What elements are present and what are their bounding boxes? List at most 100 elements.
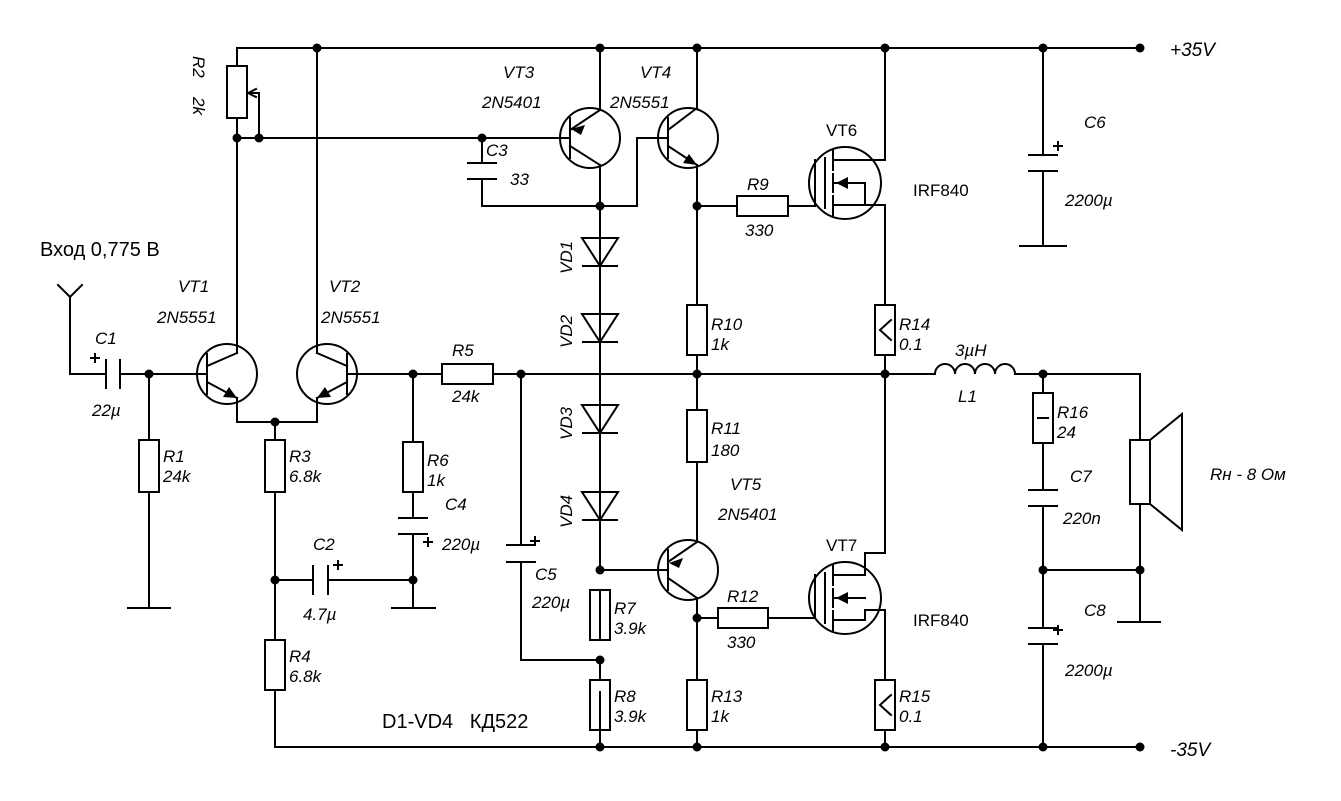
capacitor-c5 [506, 544, 536, 563]
resistor-r11 [686, 409, 708, 463]
resistor-r15 [874, 679, 896, 731]
mosfet-vt6 [808, 146, 882, 220]
resistor-r6 [402, 441, 424, 493]
c2-val: 4.7µ [303, 605, 337, 624]
c4-ref: C4 [445, 495, 467, 514]
transistors [194, 106, 719, 601]
labels: Вход 0,775 В +35V -35V D1-VD4 КД522 Rн -… [40, 40, 1286, 761]
r7-ref: R7 [614, 599, 636, 618]
diode-vd2 [580, 313, 620, 344]
vd1-ref: VD1 [557, 241, 576, 274]
transistor-vt3 [559, 107, 621, 169]
r2-val: 2k [189, 96, 208, 116]
vt4-ref: VT4 [640, 63, 671, 82]
capacitor-c6 [1028, 154, 1058, 172]
c4-val: 220µ [441, 535, 480, 554]
vt6-val: IRF840 [913, 181, 969, 200]
r11-ref: R11 [711, 419, 741, 438]
wires [56, 47, 1161, 748]
c6-val: 2200µ [1064, 191, 1113, 210]
rail-pos-label: +35V [1170, 40, 1217, 61]
diode-vd1 [580, 237, 620, 268]
resistor-r5 [441, 363, 494, 385]
c3-ref: C3 [486, 141, 508, 160]
resistor-r12 [717, 607, 769, 629]
vt4-val: 2N5551 [609, 93, 670, 112]
c8-val: 2200µ [1064, 661, 1113, 680]
r1-ref: R1 [163, 447, 185, 466]
r5-val: 24k [451, 387, 481, 406]
r16-ref: R16 [1057, 403, 1089, 422]
vd3-ref: VD3 [557, 406, 576, 440]
vt5-ref: VT5 [730, 475, 762, 494]
mosfets [808, 146, 886, 635]
capacitor-c2 [312, 565, 329, 595]
vd4-ref: VD4 [557, 495, 576, 528]
r9-val: 330 [745, 221, 774, 240]
r14-ref: R14 [899, 315, 930, 334]
r5-ref: R5 [452, 341, 474, 360]
resistor-r1 [138, 439, 160, 493]
r6-ref: R6 [427, 451, 449, 470]
r4-val: 6.8k [289, 667, 323, 686]
mosfet-vt7 [808, 552, 886, 635]
resistors [138, 65, 1054, 731]
diode-note: D1-VD4 КД522 [382, 711, 528, 733]
c2-ref: C2 [313, 535, 335, 554]
vd2-ref: VD2 [557, 314, 576, 348]
r11-val: 180 [711, 441, 740, 460]
r1-val: 24k [162, 467, 192, 486]
capacitor-c4 [398, 517, 428, 535]
r15-ref: R15 [899, 687, 931, 706]
resistor-r16 [1032, 392, 1054, 444]
r2-wiper-arrow [246, 87, 258, 99]
c3-val: 33 [510, 170, 529, 189]
resistor-r9 [736, 195, 789, 217]
r6-val: 1k [427, 471, 446, 490]
l1-val: 3µH [955, 341, 987, 360]
vt7-val: IRF840 [913, 611, 969, 630]
capacitors [90, 141, 1063, 645]
input-label: Вход 0,775 В [40, 239, 160, 261]
r9-ref: R9 [747, 175, 769, 194]
vt7-ref: VT7 [826, 536, 857, 555]
c8-ref: C8 [1084, 601, 1106, 620]
diodes [580, 237, 620, 522]
vt5-val: 2N5401 [717, 505, 778, 524]
c7-ref: C7 [1070, 467, 1092, 486]
transistor-vt5 [657, 539, 719, 601]
diode-vd4 [580, 491, 620, 522]
transistor-vt2 [296, 343, 358, 405]
rail-neg-label: -35V [1170, 740, 1212, 761]
c5-val: 220µ [531, 593, 570, 612]
speaker [1129, 411, 1183, 533]
vt3-val: 2N5401 [481, 93, 542, 112]
r8-val: 3.9k [614, 707, 648, 726]
diode-vd3 [580, 404, 620, 435]
junctions [144, 43, 1145, 752]
r8-ref: R8 [614, 687, 636, 706]
vt2-val: 2N5551 [320, 308, 381, 327]
capacitor-c1 [105, 359, 121, 389]
r2-ref: R2 [189, 56, 208, 78]
r15-val: 0.1 [899, 707, 923, 726]
c1-ref: C1 [95, 329, 117, 348]
load-label: Rн - 8 Ом [1210, 465, 1286, 484]
r13-val: 1k [711, 707, 730, 726]
r12-ref: R12 [727, 587, 759, 606]
vt2-ref: VT2 [329, 277, 361, 296]
resistor-r13 [686, 679, 708, 731]
capacitor-c8 [1028, 627, 1058, 645]
r13-ref: R13 [711, 687, 743, 706]
resistor-r14 [874, 304, 896, 356]
c5-ref: C5 [535, 565, 557, 584]
capacitor-c3 [467, 162, 497, 180]
r12-val: 330 [727, 633, 756, 652]
r3-ref: R3 [289, 447, 311, 466]
resistor-r4 [264, 639, 286, 691]
l1-ref: L1 [958, 387, 977, 406]
vt3-ref: VT3 [503, 63, 535, 82]
r16-val: 24 [1056, 423, 1076, 442]
resistor-r7 [589, 589, 611, 641]
